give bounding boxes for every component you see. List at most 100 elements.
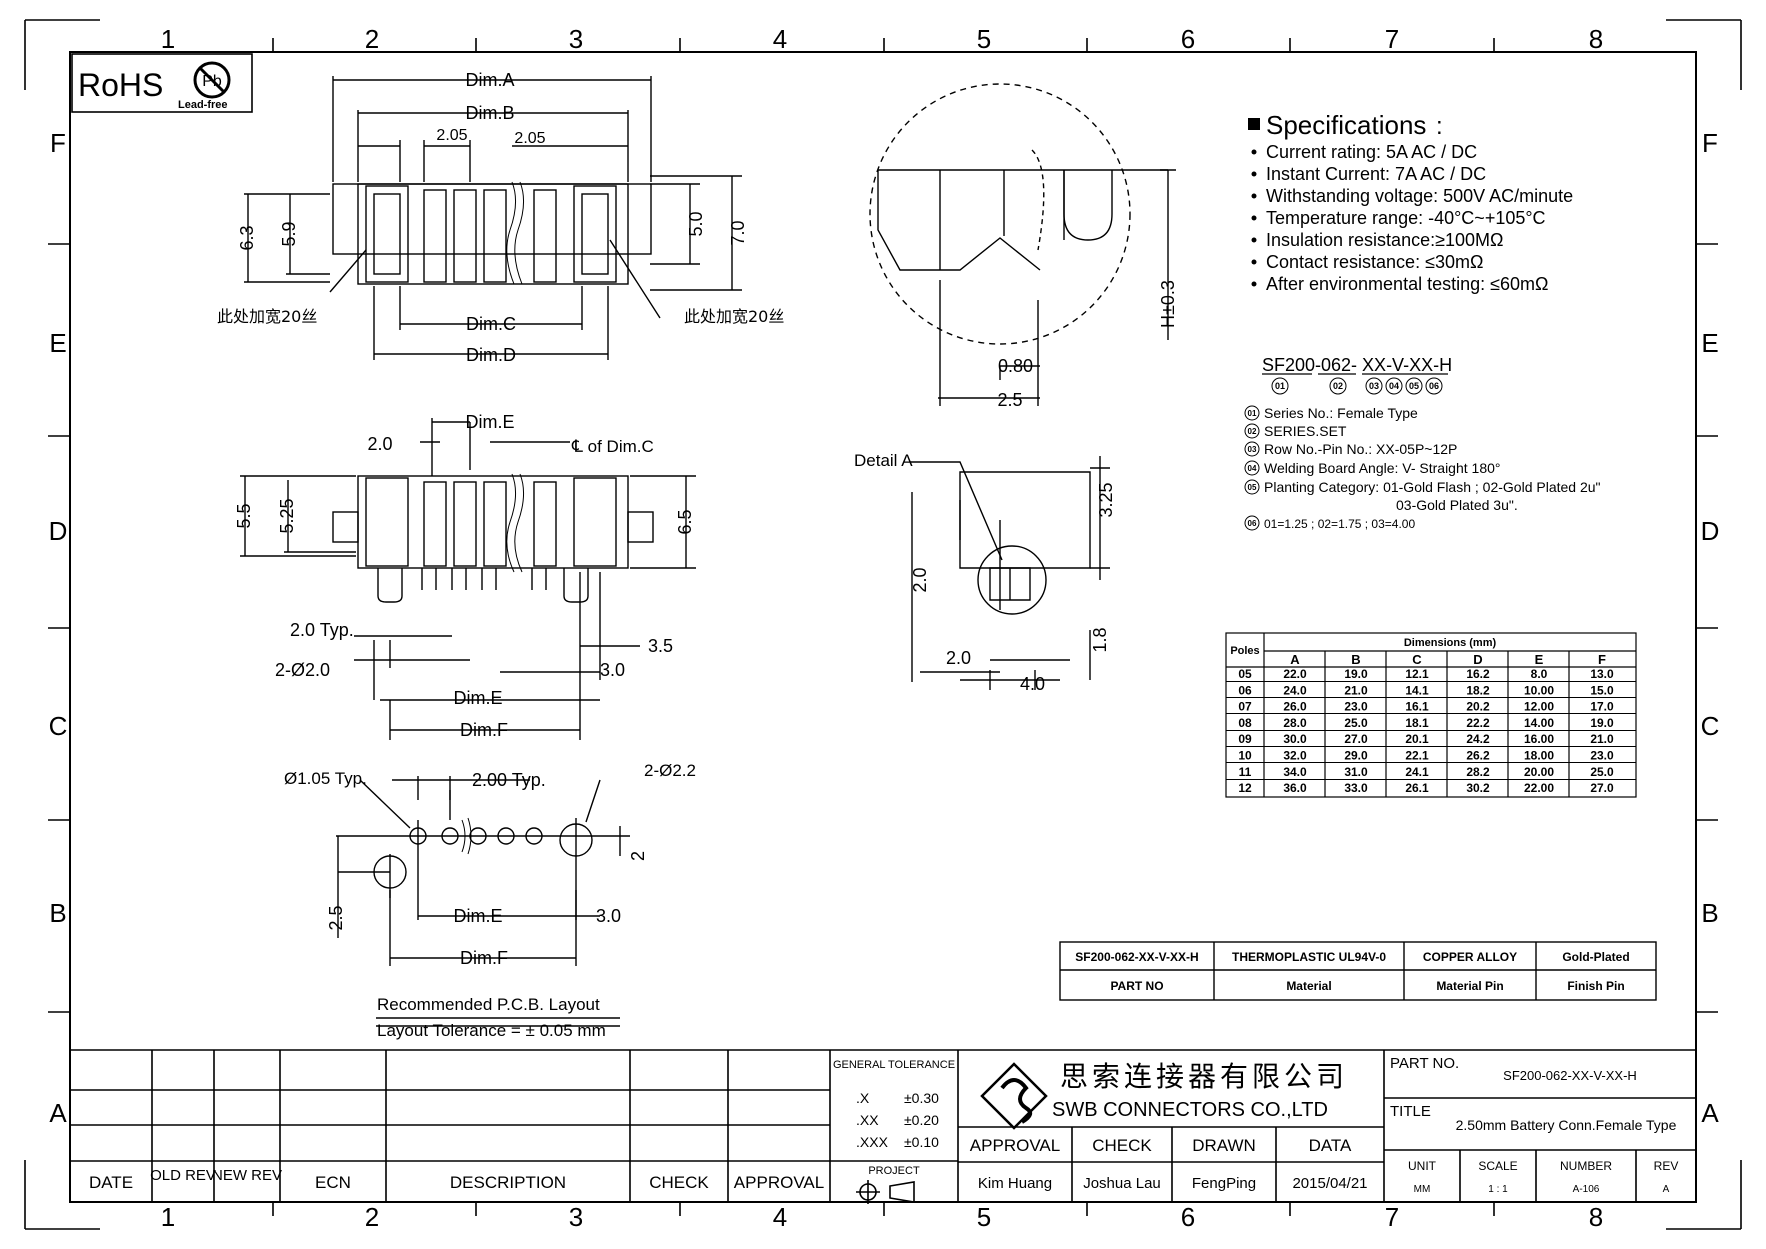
table-cell: 13.0 [1590,667,1614,681]
height-label: 7.0 [728,220,748,245]
offset-label: 3.0 [596,906,621,926]
height-label: 5.9 [279,221,299,246]
col-label-bottom: 2 [365,1202,379,1232]
table-cell: 20.1 [1405,732,1429,746]
detail-a-view [910,456,1110,690]
table-cell: 22.0 [1283,667,1307,681]
table-cell: 36.0 [1283,781,1307,795]
approval-header: DRAWN [1192,1136,1256,1155]
table-cell: 22.1 [1405,749,1429,763]
row-label-left: E [49,328,66,358]
table-cell: 14.1 [1405,683,1429,697]
col-label-top: 4 [773,24,787,54]
legend-text: Series No.: Female Type [1264,405,1418,421]
pcb-layout [336,776,630,1027]
dimensions-header: Dimensions (mm) [1404,637,1497,649]
specifications: Specifications : Current rating: 5A AC /… [1248,110,1573,294]
table-cell: 15.0 [1590,683,1614,697]
table-cell: 32.0 [1283,749,1307,763]
post-dia-label: 2-Ø2.0 [275,660,330,680]
col-header: F [1598,652,1606,667]
table-cell: 18.00 [1524,749,1554,763]
spec-item: Contact resistance: ≤30mΩ [1266,252,1483,272]
table-cell: 26.1 [1405,781,1429,795]
col-label-bottom: 7 [1385,1202,1399,1232]
rev-header: APPROVAL [734,1173,824,1192]
hole-pitch-label: 2.00 Typ. [472,770,546,790]
material-label: PART NO [1110,979,1163,993]
code-num: 04 [1389,381,1399,391]
dim-a-label: Dim.A [466,70,515,90]
height-label: 6.3 [237,225,257,250]
rev-header: NEW REV [212,1167,282,1184]
offset-label: 2 [628,851,648,861]
offset-label: 0.80 [998,356,1033,376]
col-label-top: 7 [1385,24,1399,54]
tol-value: ±0.10 [904,1134,939,1150]
legend-num: 01 [1248,409,1257,418]
material-value: SF200-062-XX-V-XX-H [1075,950,1198,964]
info-header: SCALE [1478,1159,1517,1173]
weld-note: 此处加宽20丝 [217,307,317,326]
table-cell: 26.2 [1466,749,1490,763]
table-cell: 30.0 [1283,732,1307,746]
rev-header: OLD REV [150,1167,216,1184]
row-label-left: F [50,128,66,158]
pin-pitch-label: 2.0 Typ. [290,620,354,640]
company-name-cn: 思索连接器有限公司 [1060,1060,1348,1093]
detail-circle [869,83,1176,406]
height-label: 2.0 [910,567,930,592]
dim-e-label: Dim.E [454,688,503,708]
height-tol-label: H±0.3 [1158,280,1178,328]
pitch-label: 2.0 [367,434,392,454]
table-row-poles: 07 [1238,700,1252,714]
col-label-bottom: 1 [161,1202,175,1232]
lead-symbol: Pb [202,73,222,90]
front-view [240,418,696,740]
table-cell: 18.2 [1466,683,1490,697]
project-label: PROJECT [868,1165,920,1177]
table-cell: 22.00 [1524,781,1554,795]
part-code-text: SF200-062- XX-V-XX-H [1262,355,1452,375]
col-label-bottom: 6 [1181,1202,1195,1232]
projection-symbol-icon [856,1180,915,1204]
row-label-right: D [1701,516,1720,546]
table-cell: 34.0 [1283,765,1307,779]
col-header: C [1412,652,1422,667]
legend-text: 03-Gold Plated 3u". [1396,497,1518,513]
height-label: 1.8 [1090,627,1110,652]
table-cell: 27.0 [1590,781,1614,795]
part-no-label: PART NO. [1390,1055,1459,1072]
table-cell: 20.00 [1524,765,1554,779]
title-value: 2.50mm Battery Conn.Female Type [1456,1117,1677,1133]
spec-item: Instant Current: 7A AC / DC [1266,164,1486,184]
table-cell: 27.0 [1344,732,1368,746]
dim-c-label: Dim.C [466,314,516,334]
rev-header: DESCRIPTION [450,1173,566,1192]
table-row-poles: 05 [1238,667,1252,681]
table-cell: 24.1 [1405,765,1429,779]
table-cell: 33.0 [1344,781,1368,795]
table-cell: 8.0 [1531,667,1548,681]
legend-text: Row No.-Pin No.: XX-05P~12P [1264,441,1457,457]
rev-header: ECN [315,1173,351,1192]
height-label: 5.5 [234,503,254,528]
legend-num: 03 [1248,445,1257,454]
height-label: 5.0 [686,211,706,236]
spec-item: Temperature range: -40°C~+105°C [1266,208,1546,228]
info-value: MM [1414,1184,1431,1195]
height-label: 3.25 [1096,482,1116,517]
tol-key: .XX [856,1112,879,1128]
table-row-poles: 10 [1238,749,1252,763]
table-cell: 19.0 [1344,667,1368,681]
tol-value: ±0.20 [904,1112,939,1128]
col-label-top: 1 [161,24,175,54]
spec-item: Withstanding voltage: 500V AC/minute [1266,186,1573,206]
dim-f-label: Dim.F [460,948,508,968]
rev-header: CHECK [649,1173,709,1192]
col-header: D [1473,652,1482,667]
table-cell: 24.0 [1283,683,1307,697]
table-row-poles: 06 [1238,683,1252,697]
detail-a-label: Detail A [854,451,913,470]
